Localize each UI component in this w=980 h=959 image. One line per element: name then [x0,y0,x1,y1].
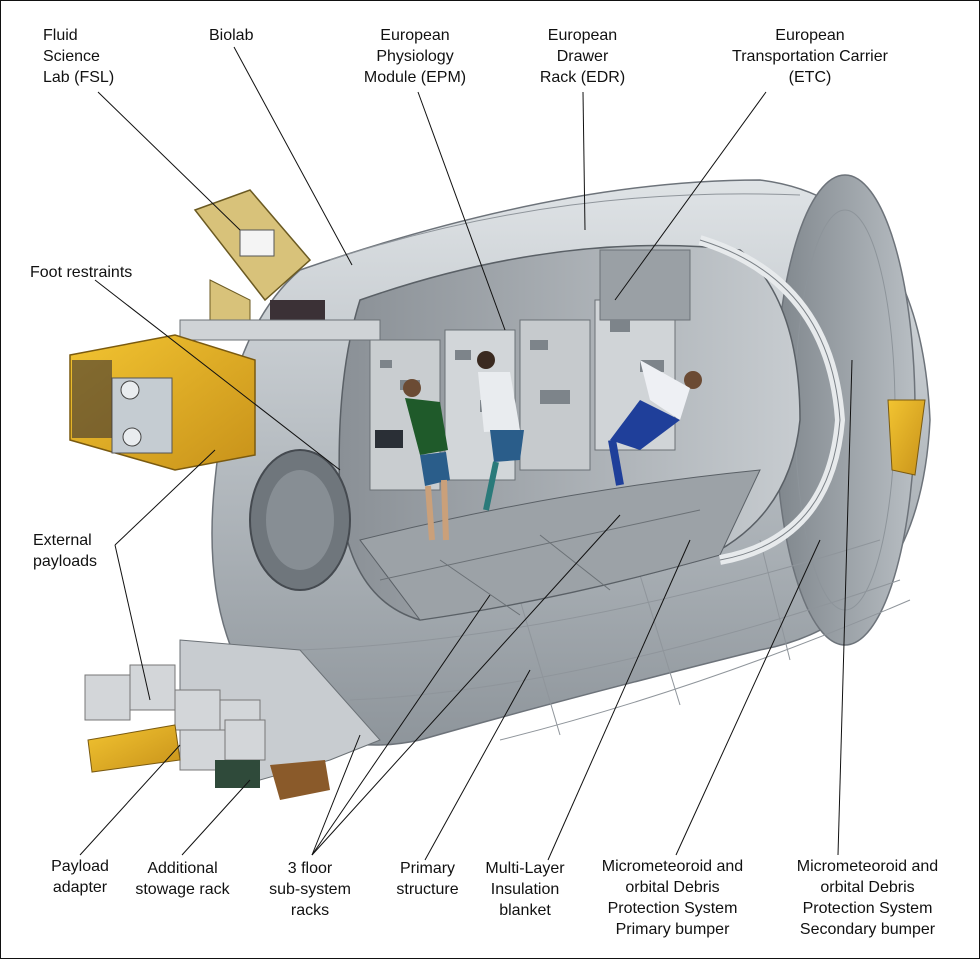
fsl-mount [179,189,381,341]
stowage-rack-assembly [84,639,381,800]
external-payload-block [69,334,256,471]
astronauts [375,351,702,541]
leader-lines [79,46,853,861]
label-biolab: Biolab [209,27,254,44]
external-payload-right [887,399,926,476]
label-foot-restraints: Foot restraints [30,264,133,281]
